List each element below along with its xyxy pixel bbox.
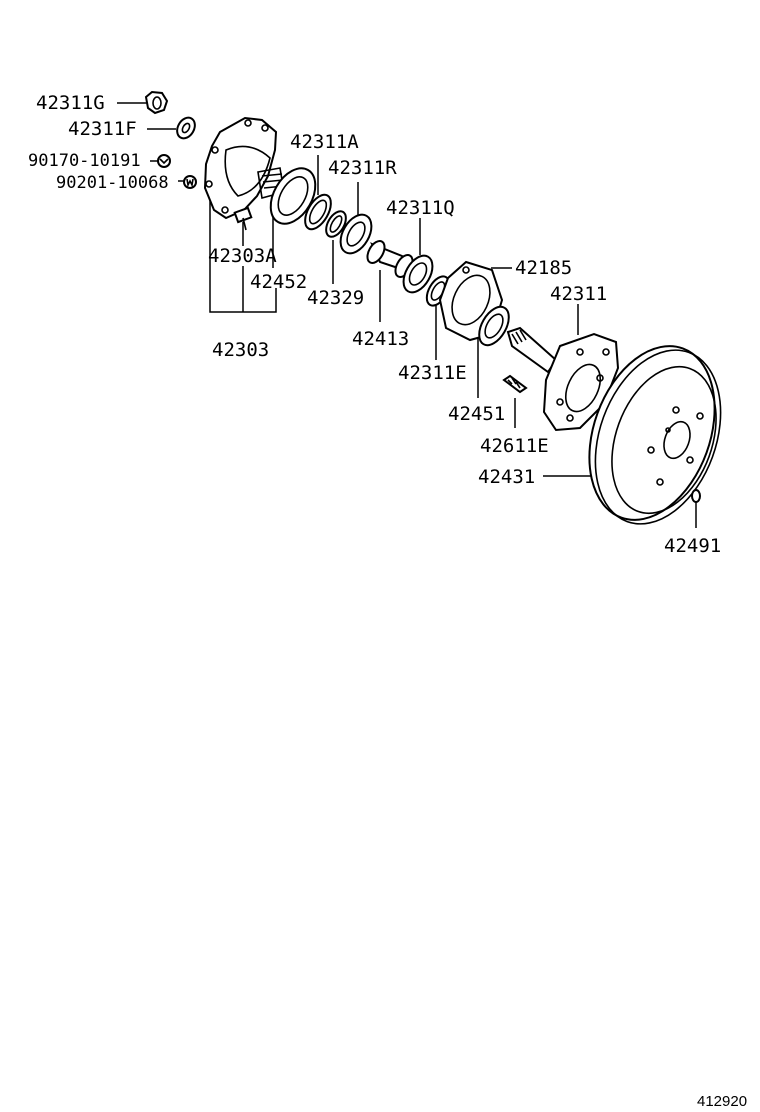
label-42611e: 42611E — [480, 435, 549, 457]
label-42311g: 42311G — [36, 92, 105, 114]
label-42303a: 42303A — [208, 245, 277, 267]
label-90201-10068: 90201-10068 — [56, 173, 169, 193]
spacer-tube-42413-icon — [366, 240, 414, 278]
bolt-90170-icon — [157, 154, 171, 168]
spacer-42329-icon — [325, 210, 347, 238]
label-42452: 42452 — [250, 271, 307, 293]
label-42311f: 42311F — [68, 118, 137, 140]
label-42329: 42329 — [307, 287, 364, 309]
label-42311: 42311 — [550, 283, 607, 305]
label-42303: 42303 — [212, 339, 269, 361]
nut-42311g-icon — [144, 90, 169, 115]
seal-42451-icon — [478, 305, 510, 347]
label-42431: 42431 — [478, 466, 535, 488]
seal-42452-icon — [269, 167, 317, 225]
label-42451: 42451 — [448, 403, 505, 425]
washer-42311f-icon — [176, 116, 196, 140]
part-labels: 42311G 42311F 90170-10191 90201-10068 42… — [28, 92, 747, 1110]
bolt-42491-icon — [691, 489, 701, 503]
label-42413: 42413 — [352, 328, 409, 350]
label-42185: 42185 — [515, 257, 572, 279]
bearing-42311q-icon — [402, 254, 434, 294]
label-42311e: 42311E — [398, 362, 467, 384]
ring-42311a-icon — [304, 193, 332, 231]
label-42491: 42491 — [664, 535, 721, 557]
label-42311a: 42311A — [290, 131, 359, 153]
reference-code: 412920 — [697, 1093, 747, 1110]
brake-disc-42431-icon — [588, 345, 722, 525]
bearing-42311r-icon — [339, 213, 373, 255]
bolt-90201-icon — [183, 175, 197, 189]
hub-bolt-42611e-icon — [502, 374, 528, 394]
label-42311q: 42311Q — [386, 197, 455, 219]
label-42311r: 42311R — [328, 157, 397, 179]
bolt-42303a-icon — [233, 206, 253, 231]
label-90170-10191: 90170-10191 — [28, 151, 141, 171]
